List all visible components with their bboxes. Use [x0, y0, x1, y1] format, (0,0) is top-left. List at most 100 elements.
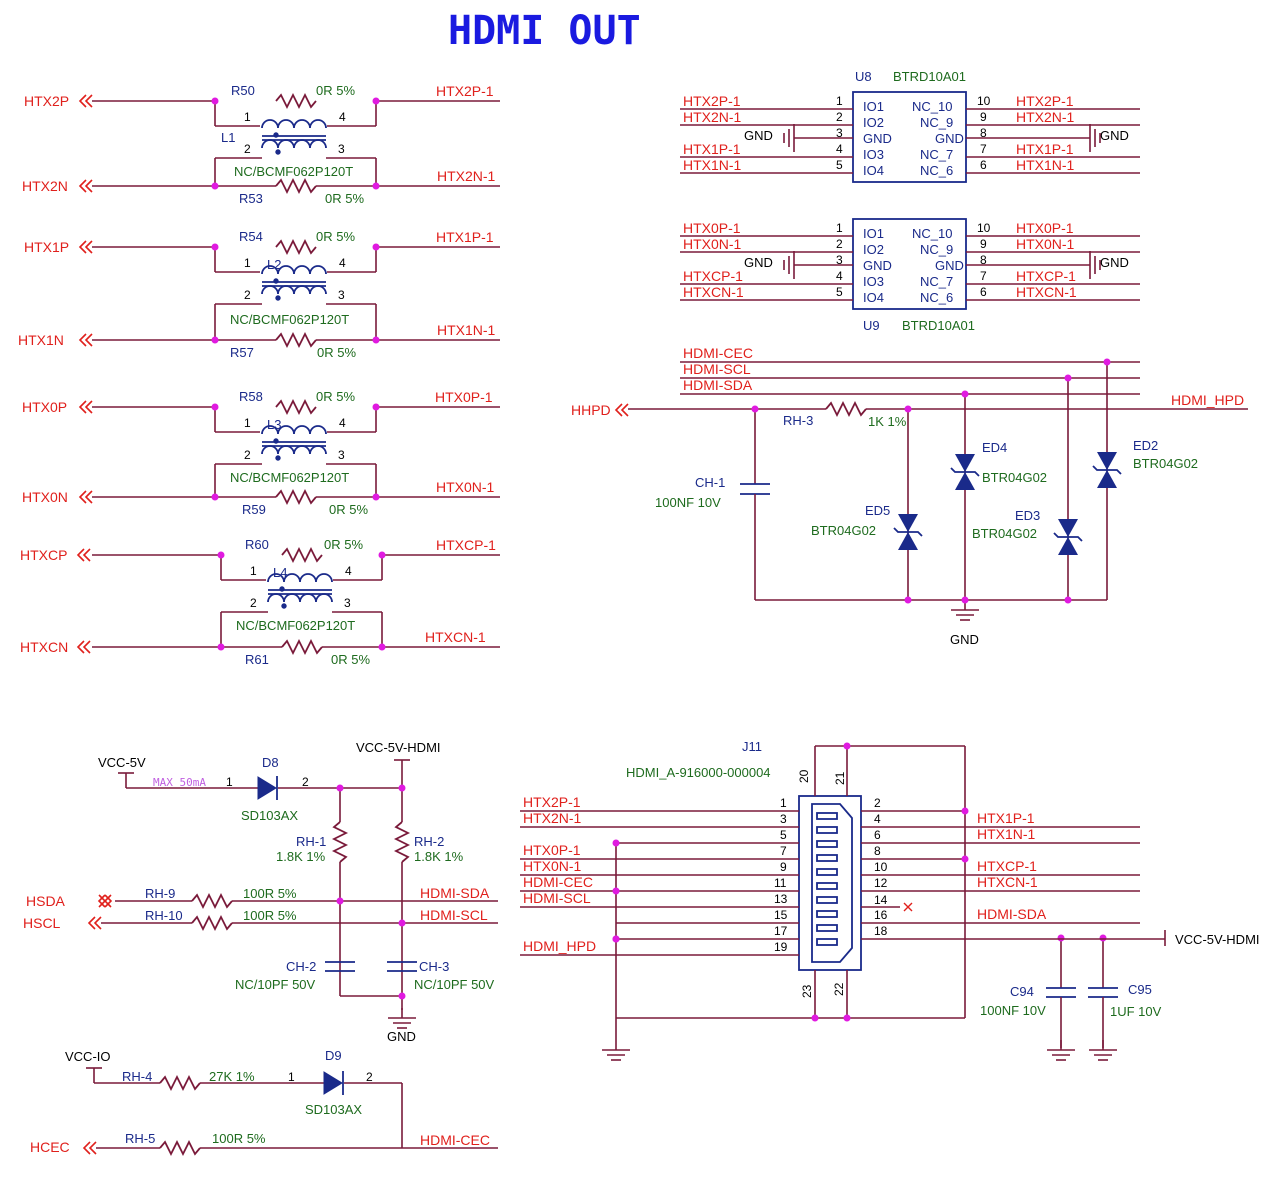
output-net-label: HTX1N-1: [437, 322, 496, 338]
tvs-gnd-label: GND: [1100, 128, 1129, 143]
choke-value: NC/BCMF062P120T: [234, 164, 353, 179]
tvs-pin-number: 7: [980, 269, 987, 283]
tvs-pin-number: 3: [836, 126, 843, 140]
conn-pin-left: 7: [780, 844, 787, 858]
ed3-diode-icon: [1053, 518, 1083, 556]
junction-dot: [217, 643, 225, 651]
output-net-label: HTX0P-1: [435, 389, 493, 405]
hdmi-scl-label: HDMI-SCL: [420, 907, 488, 923]
max-current-note: MAX 50mA: [153, 776, 206, 789]
ch1-value: 100NF 10V: [655, 495, 721, 510]
tvs-gnd-label: GND: [744, 255, 773, 270]
conn-pin-left: 11: [774, 876, 787, 890]
connector-contact: [816, 910, 838, 918]
d8-ref: D8: [262, 755, 279, 770]
gnd-icon: [1089, 123, 1101, 153]
cec-block: VCC-IO RH-4 27K 1% 1 2 D9 SD103AX HCEC R…: [30, 1048, 498, 1155]
series-resistor: [275, 400, 317, 414]
tvs-inner-pin: NC_10: [912, 226, 952, 241]
junction-dot: [211, 97, 219, 105]
tvs-right-net: HTX0N-1: [1016, 236, 1075, 252]
series-resistor: [275, 179, 317, 193]
tvs-pin-number: 10: [977, 94, 991, 108]
resistor-ref: R61: [245, 652, 269, 667]
junction-dot: [612, 839, 620, 847]
tvs-pin-number: 2: [836, 237, 843, 251]
c95-value: 1UF 10V: [1110, 1004, 1162, 1019]
gnd-icon: [783, 123, 795, 153]
polarity-dot: [273, 278, 279, 284]
tvs-inner-pin: IO3: [863, 147, 884, 162]
tvs-left-net: HTX2N-1: [683, 109, 742, 125]
input-net-label: HTX2P: [24, 93, 69, 109]
series-resistor: [275, 333, 317, 347]
conn-pin-right: 18: [874, 924, 888, 938]
resistor-value: 0R 5%: [317, 345, 356, 360]
choke-value: NC/BCMF062P120T: [230, 470, 349, 485]
choke-ref: L4: [273, 565, 287, 580]
tvs-left-net: HTX2P-1: [683, 93, 741, 109]
esd-block: HDMI-CEC HDMI-SCL HDMI-SDA HHPD HDMI_HPD…: [571, 345, 1248, 647]
ed2-ref: ED2: [1133, 438, 1158, 453]
output-net-label: HTX1P-1: [436, 229, 494, 245]
conn-right-net: HDMI-SDA: [977, 906, 1047, 922]
resistor-value: 0R 5%: [316, 389, 355, 404]
series-resistor: [281, 548, 323, 562]
ed2-diode-icon: [1092, 451, 1122, 489]
hdmi-hpd-label: HDMI_HPD: [1171, 392, 1244, 408]
connector-contact: [816, 826, 838, 834]
choke-value: NC/BCMF062P120T: [230, 312, 349, 327]
conn-left-net: HTX0N-1: [523, 858, 582, 874]
rh2-ref: RH-2: [414, 834, 444, 849]
conn-pin-left: 5: [780, 828, 787, 842]
bus-label-cec: HDMI-CEC: [683, 345, 753, 361]
ed4-ref: ED4: [982, 440, 1007, 455]
vcc5hdmi-conn-label: VCC-5V-HDMI: [1175, 932, 1260, 947]
hcec-port-icon: [83, 1141, 97, 1155]
ed5-diode-icon: [893, 513, 923, 551]
conn-pin-right: 4: [874, 812, 881, 826]
junction-dot: [378, 643, 386, 651]
resistor-ref: R58: [239, 389, 263, 404]
hhpd-port-icon: [615, 403, 629, 417]
input-net-label: HTX2N: [22, 178, 68, 194]
ed3-ref: ED3: [1015, 508, 1040, 523]
conn-right-net: HTXCN-1: [977, 874, 1038, 890]
choke-pin: 2: [244, 448, 251, 462]
conn-pin-right: 6: [874, 828, 881, 842]
rh2-value: 1.8K 1%: [414, 849, 464, 864]
gnd-icon: [1046, 1039, 1076, 1061]
gnd-icon: [1089, 250, 1101, 280]
ed2-value: BTR04G02: [1133, 456, 1198, 471]
tvs-gnd-label: GND: [744, 128, 773, 143]
connector-contact: [816, 924, 838, 932]
rh10-ref: RH-10: [145, 908, 183, 923]
tvs-inner-pin: GND: [863, 258, 892, 273]
hcec-label: HCEC: [30, 1139, 70, 1155]
polarity-dot: [279, 586, 285, 592]
conn-left-net: HTX0P-1: [523, 842, 581, 858]
c94-value: 100NF 10V: [980, 1003, 1046, 1018]
junction-dot: [372, 493, 380, 501]
resistor-value: 0R 5%: [331, 652, 370, 667]
tvs-pin-number: 1: [836, 94, 843, 108]
polarity-dot: [275, 455, 281, 461]
input-net-label: HTX0N: [22, 489, 68, 505]
connector-contact: [816, 812, 838, 820]
tvs-left-net: HTXCP-1: [683, 268, 743, 284]
d9-pin2: 2: [366, 1070, 373, 1084]
junction-dot: [211, 493, 219, 501]
hdmi-connector-block: J11 HDMI_A-916000-000004 20 21 23 22 C94: [520, 739, 1260, 1061]
output-net-label: HTX2P-1: [436, 83, 494, 99]
choke-pin: 4: [339, 256, 346, 270]
junction-dot: [612, 887, 620, 895]
tvs-right-net: HTX1P-1: [1016, 141, 1074, 157]
conn-left-net: HTX2N-1: [523, 810, 582, 826]
resistor-ref: R54: [239, 229, 263, 244]
hhpd-label: HHPD: [571, 402, 611, 418]
conn-left-net: HDMI_HPD: [523, 938, 596, 954]
rh9-ref: RH-9: [145, 886, 175, 901]
ch3-ref: CH-3: [419, 959, 449, 974]
conn-pin-left: 17: [774, 924, 788, 938]
junction-dot: [961, 807, 969, 815]
